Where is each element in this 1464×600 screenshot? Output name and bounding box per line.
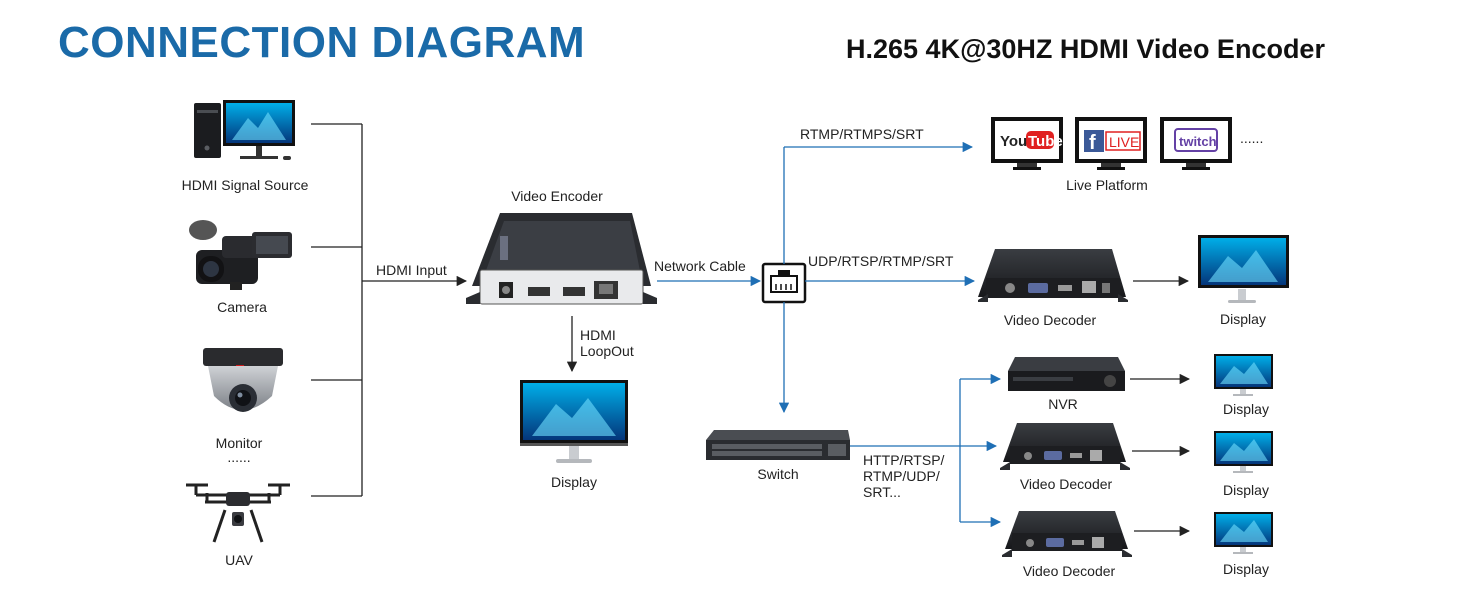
label-video-decoder-bot: Video Decoder <box>1022 563 1116 579</box>
label-display-mid: Display <box>1223 482 1269 498</box>
twitch-logo-text: twitch <box>1179 134 1217 149</box>
label-display-top: Display <box>1220 311 1266 327</box>
label-live-platform: Live Platform <box>1066 177 1148 193</box>
network-distribution-lines <box>778 141 1002 528</box>
dome-camera-icon <box>203 348 283 412</box>
source-bus-lines <box>311 123 468 497</box>
label-camera: Camera <box>217 299 267 315</box>
label-switch-proto-2: RTMP/UDP/ <box>863 468 940 484</box>
label-switch-proto-1: HTTP/RTSP/ <box>863 452 945 468</box>
label-switch: Switch <box>757 466 799 482</box>
label-hdmi-input: HDMI Input <box>376 262 447 278</box>
page-title: CONNECTION DIAGRAM <box>58 18 586 67</box>
uav-body <box>226 492 250 526</box>
facebook-live-tv-icon <box>1075 117 1147 170</box>
rj45-ethernet-icon <box>761 262 807 304</box>
label-loopout-line1: HDMI <box>580 327 616 343</box>
label-uav: UAV <box>225 552 253 568</box>
label-loopout-display: Display <box>551 474 597 490</box>
display-nvr-icon <box>1214 354 1273 396</box>
hdmi-source-pc-icon <box>194 100 295 160</box>
product-subtitle: H.265 4K@30HZ HDMI Video Encoder <box>846 34 1325 64</box>
label-video-encoder: Video Encoder <box>511 188 603 204</box>
video-encoder-device <box>466 213 657 305</box>
label-network-cable: Network Cable <box>654 258 746 274</box>
camera-icon <box>189 220 292 290</box>
facebook-logo-f: f <box>1089 132 1096 154</box>
facebook-logo-live: LIVE <box>1109 134 1139 150</box>
video-decoder-top-device <box>978 249 1128 302</box>
youtube-logo-you: You <box>1000 133 1027 150</box>
label-live-more: ...... <box>1240 130 1264 146</box>
label-monitor-more: ...... <box>227 449 251 465</box>
video-decoder-mid-device <box>1000 423 1130 470</box>
label-switch-proto-3: SRT... <box>863 484 901 500</box>
label-nvr: NVR <box>1048 396 1078 412</box>
label-video-decoder-mid: Video Decoder <box>1019 476 1113 492</box>
loopout-display-icon <box>520 380 628 463</box>
network-switch-device <box>706 430 850 460</box>
youtube-logo-tube: Tube <box>1028 133 1063 150</box>
label-monitor: Monitor <box>215 435 263 451</box>
display-bot-icon <box>1214 512 1273 554</box>
nvr-device <box>1008 357 1125 391</box>
label-display-bot: Display <box>1223 561 1269 577</box>
label-video-decoder-top: Video Decoder <box>1003 312 1097 328</box>
label-udp-rtsp-rtmp-srt: UDP/RTSP/RTMP/SRT <box>808 253 954 269</box>
label-display-nvr: Display <box>1223 401 1269 417</box>
youtube-tv-icon <box>991 117 1063 170</box>
label-hdmi-signal-source: HDMI Signal Source <box>181 177 309 193</box>
label-loopout-line2: LoopOut <box>580 343 634 359</box>
display-top-icon <box>1198 235 1289 303</box>
display-mid-icon <box>1214 431 1273 473</box>
twitch-tv-icon <box>1160 117 1232 170</box>
label-rtmp-rtmps-srt: RTMP/RTMPS/SRT <box>800 126 924 142</box>
video-decoder-bot-device <box>1002 511 1132 557</box>
